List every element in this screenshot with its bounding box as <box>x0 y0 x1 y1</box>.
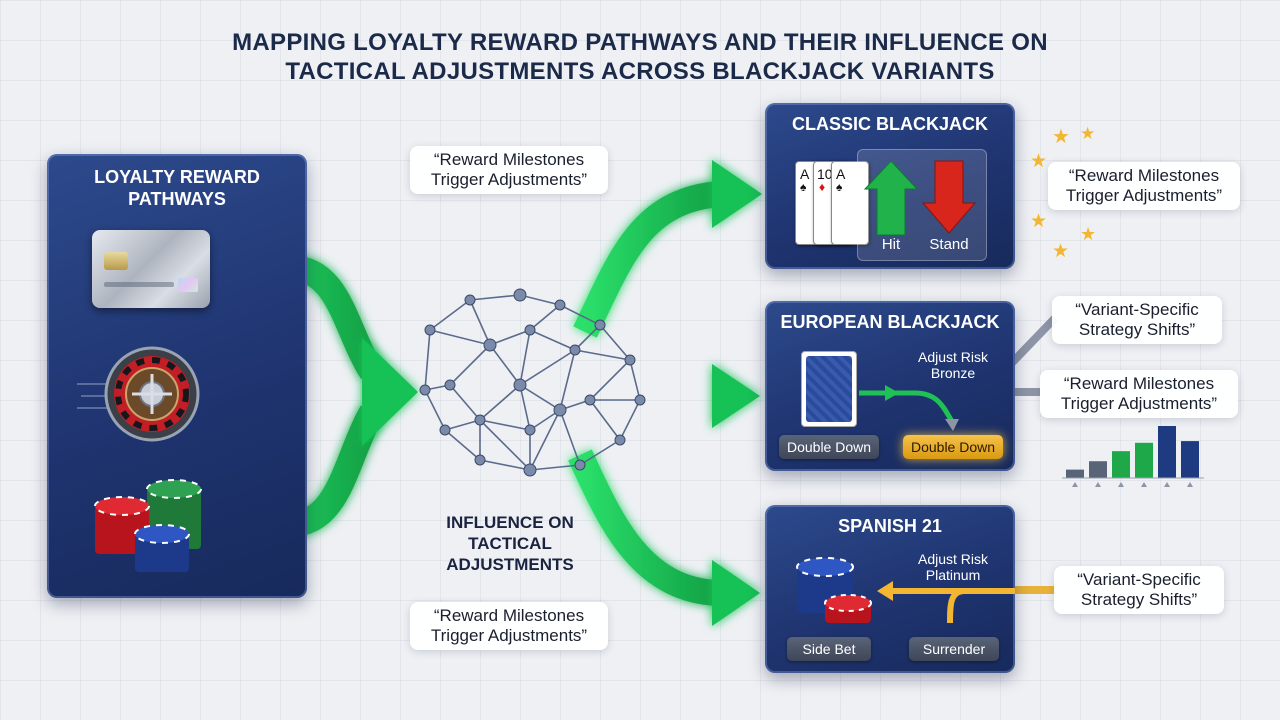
chip-stack-blue <box>134 524 190 572</box>
callout-line-1: “Variant-Specific <box>1075 300 1199 319</box>
variant-title: SPANISH 21 <box>838 516 942 536</box>
stand-label: Stand <box>929 236 969 253</box>
callout-right-european-b: “Reward Milestones Trigger Adjustments” <box>1040 370 1238 418</box>
page-title: MAPPING LOYALTY REWARD PATHWAYS AND THEI… <box>0 28 1280 86</box>
credit-card-icon <box>92 230 210 308</box>
card-back-icon <box>801 351 857 427</box>
hit-label: Hit <box>881 236 901 253</box>
stand-down-arrow-icon <box>921 160 977 234</box>
mini-chart-bar <box>1181 441 1199 478</box>
mini-chart-tick <box>1118 482 1124 487</box>
callout-line-1: “Reward Milestones <box>433 150 585 169</box>
inbound-arrowhead <box>362 338 418 446</box>
network-nodes <box>419 288 646 477</box>
playing-card-icon: A ♠ <box>831 161 869 245</box>
mini-chart-bar <box>1135 442 1153 478</box>
panel-heading-line-2: PATHWAYS <box>128 189 226 209</box>
callout-line-1: “Variant-Specific <box>1077 570 1201 589</box>
mini-chart-tick <box>1164 482 1170 487</box>
variant-title: CLASSIC BLACKJACK <box>791 114 988 134</box>
card-rank: A <box>800 166 810 182</box>
classic-blackjack-panel: CLASSIC BLACKJACK A ♠ 10 ♦ A ♠ Hit Stand <box>765 103 1015 269</box>
influence-line-3: ADJUSTMENTS <box>446 555 574 574</box>
mini-chart-bar <box>1112 451 1130 478</box>
loyalty-reward-pathways-panel: LOYALTY REWARD PATHWAYS <box>47 154 307 598</box>
title-line-2: TACTICAL ADJUSTMENTS ACROSS BLACKJACK VA… <box>285 58 995 85</box>
adjust-risk-label: Adjust Risk Platinum <box>903 551 1003 583</box>
influence-line-2: TACTICAL <box>468 534 552 553</box>
outbound-arrows <box>568 181 722 606</box>
influence-label: INFLUENCE ON TACTICAL ADJUSTMENTS <box>410 512 610 575</box>
star-icon: ★ <box>1030 151 1048 172</box>
european-blackjack-panel: EUROPEAN BLACKJACK Adjust Risk Bronze Do… <box>765 301 1015 471</box>
card-rank: A <box>836 166 846 182</box>
callout-line-1: “Reward Milestones <box>1063 374 1215 393</box>
star-icon: ★ <box>1080 224 1097 244</box>
callout-right-european-a: “Variant-Specific Strategy Shifts” <box>1052 296 1222 344</box>
mini-chart-tick <box>1072 482 1078 487</box>
adjust-risk-label: Adjust Risk Bronze <box>903 349 1003 381</box>
mini-chart-bar <box>1066 469 1084 478</box>
outbound-arrowhead-bottom <box>712 560 760 626</box>
star-icon: ★ <box>1052 241 1070 262</box>
callout-bottom-center: “Reward Milestones Trigger Adjustments” <box>410 602 608 650</box>
outbound-arrowhead-top <box>712 160 762 228</box>
spanish-21-panel: SPANISH 21 Adjust Risk Platinum Side Bet… <box>765 505 1015 673</box>
adjust-risk-line-2: Bronze <box>930 365 976 381</box>
adjust-risk-line-1: Adjust Risk <box>917 551 989 567</box>
callout-top-center: “Reward Milestones Trigger Adjustments” <box>410 146 608 194</box>
callout-line-2: Strategy Shifts” <box>1080 590 1198 609</box>
callout-line-2: Trigger Adjustments” <box>1065 186 1223 205</box>
callout-right-spanish: “Variant-Specific Strategy Shifts” <box>1054 566 1224 614</box>
side-bet-button[interactable]: Side Bet <box>787 637 871 661</box>
callout-line-2: Strategy Shifts” <box>1078 320 1196 339</box>
green-flow-arrow-icon <box>859 385 959 431</box>
mini-chart-tick <box>1187 482 1193 487</box>
card-rank: 10 <box>817 166 833 182</box>
spade-icon: ♠ <box>836 180 843 194</box>
poker-chips-icon <box>94 479 202 572</box>
panel-heading: LOYALTY REWARD PATHWAYS <box>47 166 307 210</box>
network-brain-icon <box>424 294 641 472</box>
adjust-risk-line-1: Adjust Risk <box>917 349 989 365</box>
hit-up-arrow-icon <box>863 160 919 236</box>
callout-line-1: “Reward Milestones <box>1068 166 1220 185</box>
star-icon: ★ <box>1080 124 1096 143</box>
poker-chips-icon <box>796 557 872 623</box>
title-line-1: MAPPING LOYALTY REWARD PATHWAYS AND THEI… <box>232 29 1048 56</box>
outbound-arrow-bottom <box>568 449 720 606</box>
double-down-highlight-button[interactable]: Double Down <box>903 435 1003 459</box>
surrender-button[interactable]: Surrender <box>909 637 999 661</box>
mini-chart-bar <box>1158 426 1176 478</box>
callout-line-1: “Reward Milestones <box>433 606 585 625</box>
diamond-icon: ♦ <box>819 180 826 194</box>
double-down-button[interactable]: Double Down <box>779 435 879 459</box>
mini-chart-bar <box>1089 461 1107 478</box>
mini-chart-tick <box>1141 482 1147 487</box>
outbound-arrow-top <box>573 181 722 338</box>
callout-line-2: Trigger Adjustments” <box>430 626 588 645</box>
callout-line-2: Trigger Adjustments” <box>1060 394 1218 413</box>
gold-flow-arrow-icon <box>877 581 1015 624</box>
influence-line-1: INFLUENCE ON <box>446 513 574 532</box>
roulette-wheel-icon <box>77 346 200 442</box>
outbound-arrowhead-middle <box>712 364 760 428</box>
star-icon: ★ <box>1052 126 1070 148</box>
callout-right-classic: “Reward Milestones Trigger Adjustments” <box>1048 162 1240 210</box>
variant-title: EUROPEAN BLACKJACK <box>780 312 1000 332</box>
adjust-risk-line-2: Platinum <box>925 567 981 583</box>
callout-line-2: Trigger Adjustments” <box>430 170 588 189</box>
mini-chart-tick <box>1095 482 1101 487</box>
panel-heading-line-1: LOYALTY REWARD <box>94 167 260 187</box>
star-icon: ★ <box>1030 211 1048 232</box>
spade-icon: ♠ <box>800 180 807 194</box>
